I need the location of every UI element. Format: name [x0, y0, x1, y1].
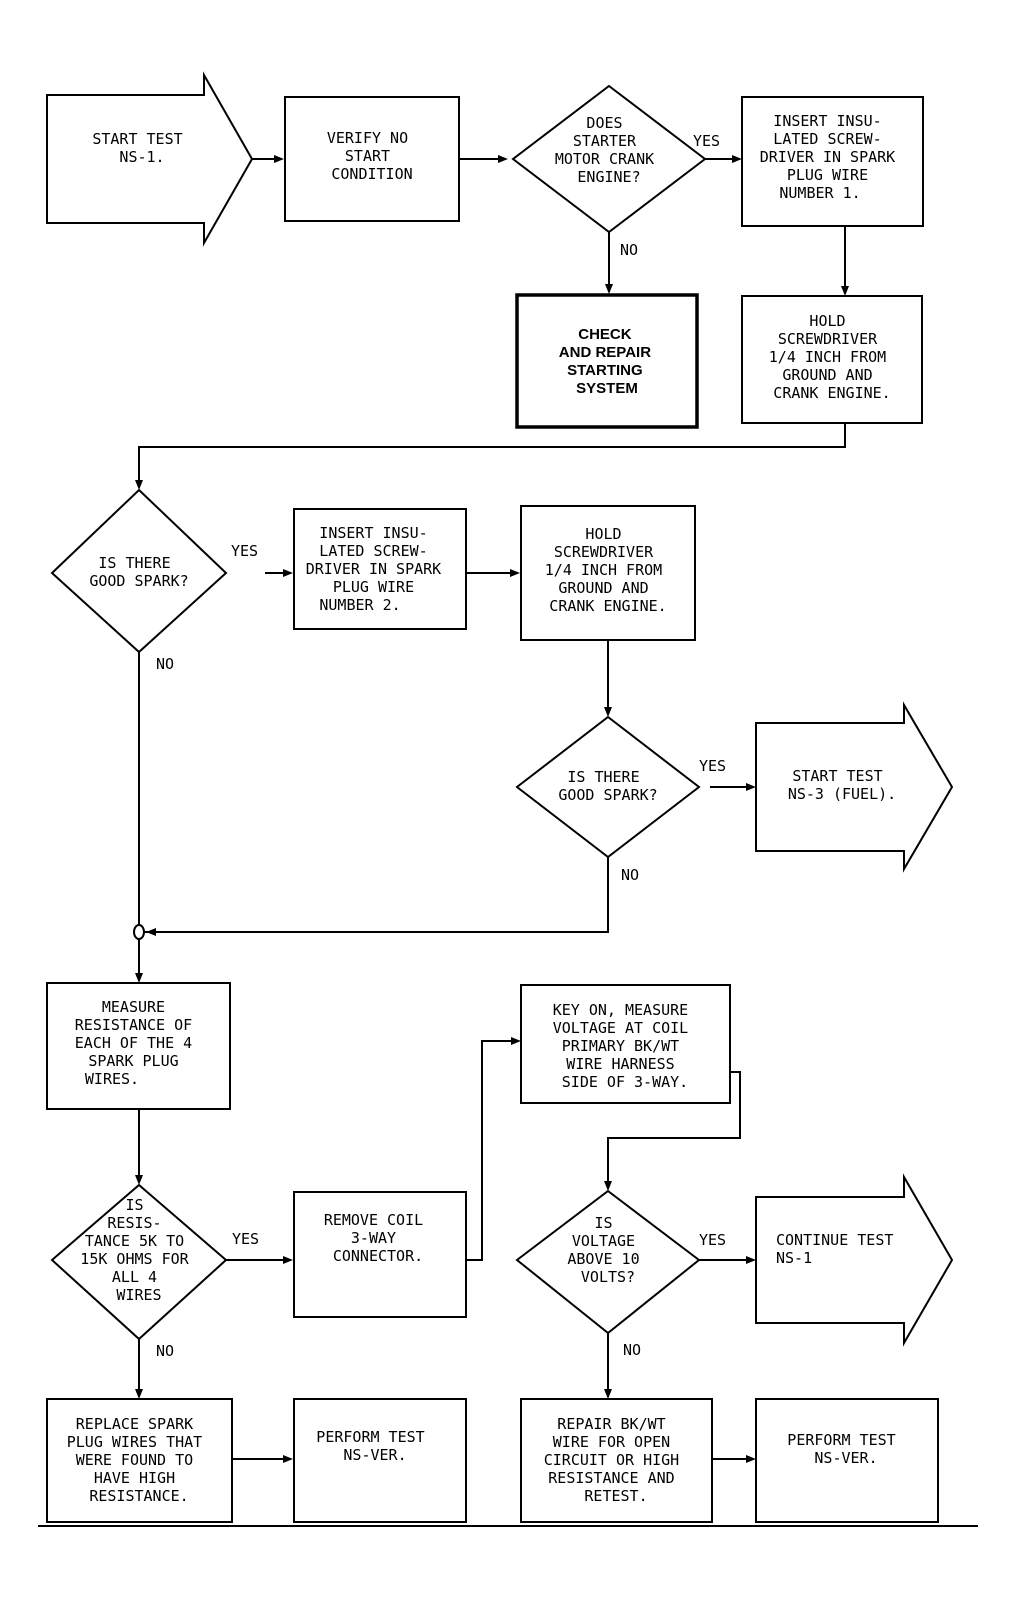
- spark1-text: IS THERE GOOD SPARK?: [89, 554, 188, 590]
- arrowhead: [274, 155, 284, 163]
- verify-no-start-box: [284, 96, 460, 222]
- insert-wire2-box: [293, 508, 467, 630]
- edge-remove-to-key: [466, 1040, 515, 1261]
- starter-crank-decision: [511, 84, 707, 234]
- continue-ns1-arrow: [755, 1173, 954, 1347]
- voltage-decision: [515, 1189, 701, 1335]
- arrowhead: [135, 1389, 143, 1399]
- edge-label-no: NO: [623, 1341, 641, 1359]
- start-ns3-text: START TEST NS-3 (FUEL).: [788, 767, 896, 803]
- arrowhead: [511, 1037, 521, 1045]
- edge-spark2-no: [145, 857, 609, 933]
- hold1-text: HOLD SCREWDRIVER 1/4 INCH FROM GROUND AN…: [769, 312, 895, 402]
- insert-wire1-text: INSERT INSU- LATED SCREW- DRIVER IN SPAR…: [760, 112, 905, 202]
- start-ns1-text: START TEST NS-1.: [92, 130, 191, 166]
- arrowhead: [135, 973, 143, 983]
- spark1-decision: [50, 488, 228, 654]
- remove-coil-text: REMOVE COIL 3-WAY CONNECTOR.: [324, 1211, 432, 1265]
- edge-key-to-voltage: [607, 1071, 741, 1184]
- remove-coil-box: [293, 1191, 467, 1318]
- arrowhead: [283, 1256, 293, 1264]
- start-ns1-arrow: [46, 71, 254, 247]
- key-on-measure-text: KEY ON, MEASURE VOLTAGE AT COIL PRIMARY …: [553, 1001, 698, 1091]
- arrowhead: [604, 707, 612, 717]
- arrowhead: [510, 569, 520, 577]
- arrowhead: [146, 928, 156, 936]
- start-ns3-arrow: [755, 701, 954, 873]
- arrowhead: [498, 155, 508, 163]
- spark2-decision: [515, 715, 701, 859]
- perform-nsver1-box: [293, 1398, 467, 1523]
- edge-label-yes: YES: [232, 1230, 259, 1248]
- arrowhead: [604, 1181, 612, 1191]
- hold1-box: [741, 295, 923, 424]
- continue-ns1-text: CONTINUE TEST NS-1: [776, 1231, 902, 1267]
- arrowhead: [746, 1455, 756, 1463]
- key-on-measure-box: [520, 984, 731, 1104]
- replace-wires-text: REPLACE SPARK PLUG WIRES THAT WERE FOUND…: [67, 1415, 212, 1505]
- edge-label-no: NO: [621, 866, 639, 884]
- hold2-box: [520, 505, 696, 641]
- arrowhead: [283, 569, 293, 577]
- arrowhead: [604, 1389, 612, 1399]
- perform-nsver2-box: [755, 1398, 939, 1523]
- arrowhead: [135, 1175, 143, 1185]
- measure-resistance-box: [46, 982, 231, 1110]
- edge-label-yes: YES: [699, 757, 726, 775]
- resistance-decision: [50, 1183, 228, 1341]
- arrowhead: [746, 783, 756, 791]
- edge-label-yes: YES: [699, 1231, 726, 1249]
- edge-label-yes: YES: [693, 132, 720, 150]
- edge-hold1-to-spark1: [138, 423, 846, 483]
- arrowhead: [841, 286, 849, 296]
- connectors: [138, 158, 846, 1460]
- edge-label-no: NO: [620, 241, 638, 259]
- replace-wires-box: [46, 1398, 233, 1523]
- edge-label-no: NO: [156, 655, 174, 673]
- check-starting-box: [515, 293, 699, 429]
- arrowhead: [746, 1256, 756, 1264]
- hold2-text: HOLD SCREWDRIVER 1/4 INCH FROM GROUND AN…: [545, 525, 671, 615]
- perform-nsver2-text: PERFORM TEST NS-VER.: [787, 1431, 904, 1467]
- spark2-text: IS THERE GOOD SPARK?: [558, 768, 657, 804]
- arrowhead: [732, 155, 742, 163]
- edge-label-no: NO: [156, 1342, 174, 1360]
- repair-bkwt-box: [520, 1398, 713, 1523]
- arrowhead: [283, 1455, 293, 1463]
- starter-crank-text: DOES STARTER MOTOR CRANK ENGINE?: [555, 114, 663, 186]
- verify-no-start-text: VERIFY NO START CONDITION: [327, 129, 417, 183]
- voltage-text: IS VOLTAGE ABOVE 10 VOLTS?: [567, 1214, 648, 1286]
- perform-nsver1-text: PERFORM TEST NS-VER.: [316, 1428, 433, 1464]
- arrowhead: [605, 284, 613, 294]
- measure-resistance-text: MEASURE RESISTANCE OF EACH OF THE 4 SPAR…: [75, 998, 201, 1088]
- resistance-text: IS RESIS- TANCE 5K TO 15K OHMS FOR ALL 4…: [80, 1196, 197, 1304]
- repair-bkwt-text: REPAIR BK/WT WIRE FOR OPEN CIRCUIT OR HI…: [544, 1415, 689, 1505]
- check-starting-text: CHECK AND REPAIR STARTING SYSTEM: [559, 326, 655, 397]
- insert-wire1-box: [741, 96, 924, 227]
- arrowheads: [135, 155, 849, 1463]
- edge-label-yes: YES: [231, 542, 258, 560]
- insert-wire2-text: INSERT INSU- LATED SCREW- DRIVER IN SPAR…: [306, 524, 451, 614]
- arrowhead: [135, 480, 143, 490]
- merge-junction: [133, 924, 145, 940]
